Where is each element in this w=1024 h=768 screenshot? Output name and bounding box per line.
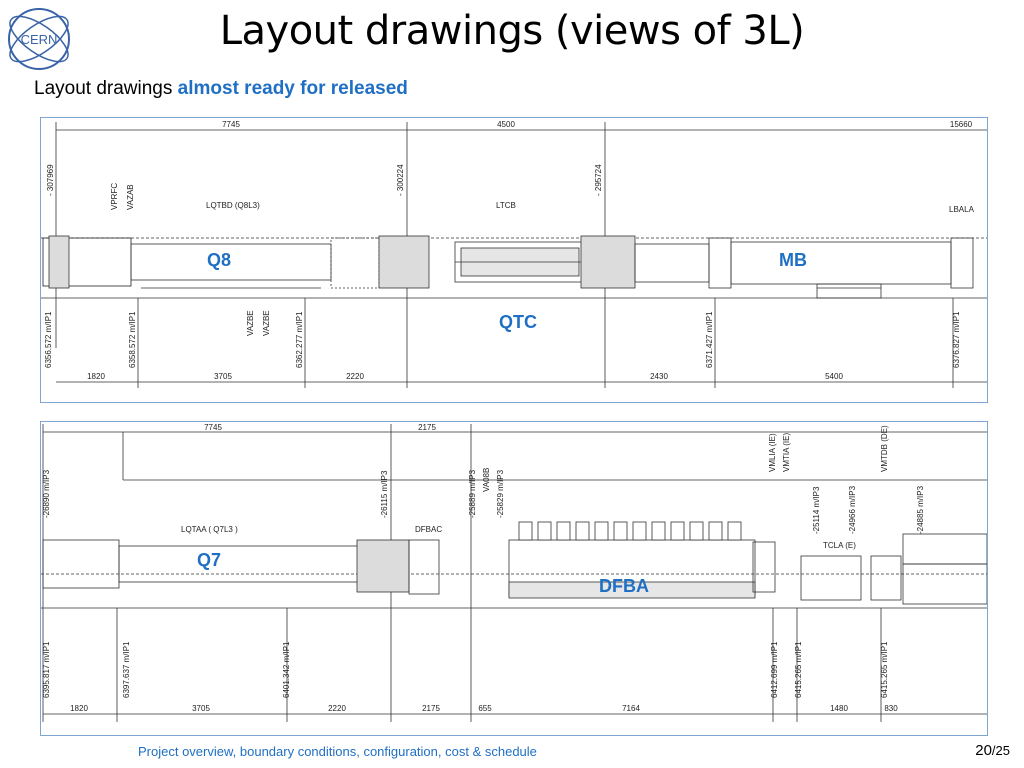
svg-text:3705: 3705 xyxy=(214,372,232,381)
svg-text:VAZBE: VAZBE xyxy=(262,310,271,336)
svg-text:2220: 2220 xyxy=(328,704,346,713)
svg-text:LBALA: LBALA xyxy=(949,205,975,214)
dfba-module xyxy=(689,521,704,541)
svg-text:6376.827 m/IP1: 6376.827 m/IP1 xyxy=(952,311,961,368)
layout-drawing-top: 7745 4500 15660 1820 3705 2220 2430 5400… xyxy=(40,117,988,403)
dfba-module xyxy=(575,521,590,541)
svg-text:-25114 m/IP3: -25114 m/IP3 xyxy=(812,486,821,534)
svg-text:2430: 2430 xyxy=(650,372,668,381)
svg-text:6356.572 m/IP1: 6356.572 m/IP1 xyxy=(44,311,53,368)
svg-text:-26890 m/IP3: -26890 m/IP3 xyxy=(42,469,51,518)
drawing-q7-dfba: 7745 2175 1820 3705 2220 2175 655 7164 1… xyxy=(41,423,987,722)
svg-text:2220: 2220 xyxy=(346,372,364,381)
svg-text:CERN: CERN xyxy=(21,32,58,47)
svg-text:- 300224: - 300224 xyxy=(396,164,405,196)
svg-text:- 295724: - 295724 xyxy=(594,164,603,196)
svg-text:15660: 15660 xyxy=(950,120,973,129)
dfba-module xyxy=(518,521,533,541)
svg-text:LQTBD (Q8L3): LQTBD (Q8L3) xyxy=(206,201,260,210)
dfba-module xyxy=(727,521,742,541)
label-q8: Q8 xyxy=(207,250,232,270)
svg-text:-26115 m/IP3: -26115 m/IP3 xyxy=(380,470,389,518)
svg-text:2175: 2175 xyxy=(418,423,436,432)
dfba-module xyxy=(632,521,647,541)
footer-text: Project overview, boundary conditions, c… xyxy=(138,744,537,759)
svg-text:1820: 1820 xyxy=(70,704,88,713)
svg-text:VAZBE: VAZBE xyxy=(246,310,255,336)
svg-text:655: 655 xyxy=(478,704,492,713)
dfba-module xyxy=(651,521,666,541)
svg-text:VMLIA (IE): VMLIA (IE) xyxy=(768,433,777,472)
subtitle-highlight: almost ready for released xyxy=(177,78,408,99)
svg-text:5400: 5400 xyxy=(825,372,843,381)
page-title: Layout drawings (views of 3L) xyxy=(219,8,805,54)
svg-text:-25889 m/IP3: -25889 m/IP3 xyxy=(468,469,477,518)
svg-text:6415.265 m/IP1: 6415.265 m/IP1 xyxy=(794,641,803,698)
svg-text:LQTAA ( Q7L3 ): LQTAA ( Q7L3 ) xyxy=(181,525,238,534)
label-qtc: QTC xyxy=(499,312,537,332)
cern-logo: CERN xyxy=(2,2,76,76)
svg-text:VMTDB (DE): VMTDB (DE) xyxy=(880,425,889,472)
svg-text:6358.572 m/IP1: 6358.572 m/IP1 xyxy=(128,311,137,368)
page-current: 20 xyxy=(975,742,992,759)
svg-text:6412.699 m/IP1: 6412.699 m/IP1 xyxy=(770,641,779,698)
svg-text:4500: 4500 xyxy=(497,120,515,129)
dfba-module xyxy=(537,521,552,541)
svg-text:7745: 7745 xyxy=(222,120,240,129)
svg-text:TCLA (E): TCLA (E) xyxy=(823,541,856,550)
svg-text:VMTIA (IE): VMTIA (IE) xyxy=(782,433,791,472)
svg-text:VAZAB: VAZAB xyxy=(126,184,135,210)
svg-text:6362.277 m/IP1: 6362.277 m/IP1 xyxy=(295,311,304,368)
page-total: /25 xyxy=(991,743,1010,758)
subtitle-prefix: Layout drawings xyxy=(34,78,178,99)
subtitle: Layout drawings almost ready for release… xyxy=(34,78,408,100)
svg-text:7745: 7745 xyxy=(204,423,222,432)
svg-text:6371.427 m/IP1: 6371.427 m/IP1 xyxy=(705,311,714,368)
svg-text:6397.637 m/IP1: 6397.637 m/IP1 xyxy=(122,641,131,698)
svg-text:-24966 m/IP3: -24966 m/IP3 xyxy=(848,485,857,534)
svg-text:DFBAC: DFBAC xyxy=(415,525,442,534)
dfba-module xyxy=(613,521,628,541)
svg-text:3705: 3705 xyxy=(192,704,210,713)
svg-text:-25829 m/IP3: -25829 m/IP3 xyxy=(496,469,505,518)
svg-text:7164: 7164 xyxy=(622,704,640,713)
svg-text:VPRFC: VPRFC xyxy=(110,183,119,210)
svg-text:830: 830 xyxy=(884,704,898,713)
dfba-module xyxy=(556,521,571,541)
label-dfba: DFBA xyxy=(599,576,649,596)
svg-text:6415.265 m/IP1: 6415.265 m/IP1 xyxy=(880,641,889,698)
label-mb: MB xyxy=(779,250,807,270)
dfba-module xyxy=(708,521,723,541)
svg-text:- 307969: - 307969 xyxy=(46,164,55,196)
dfba-module xyxy=(670,521,685,541)
svg-text:2175: 2175 xyxy=(422,704,440,713)
svg-text:6401.342 m/IP1: 6401.342 m/IP1 xyxy=(282,641,291,698)
svg-text:VA08B: VA08B xyxy=(482,468,491,492)
drawing-q8-qtc-mb: 7745 4500 15660 1820 3705 2220 2430 5400… xyxy=(41,120,987,388)
svg-text:6395.817 m/IP1: 6395.817 m/IP1 xyxy=(42,641,51,698)
dfba-module xyxy=(594,521,609,541)
layout-drawing-bottom: 7745 2175 1820 3705 2220 2175 655 7164 1… xyxy=(40,421,988,736)
svg-text:1480: 1480 xyxy=(830,704,848,713)
svg-text:LTCB: LTCB xyxy=(496,201,516,210)
page-number: 20/25 xyxy=(975,742,1010,759)
label-q7: Q7 xyxy=(197,550,222,570)
svg-text:-24885 m/IP3: -24885 m/IP3 xyxy=(916,485,925,534)
svg-text:1820: 1820 xyxy=(87,372,105,381)
